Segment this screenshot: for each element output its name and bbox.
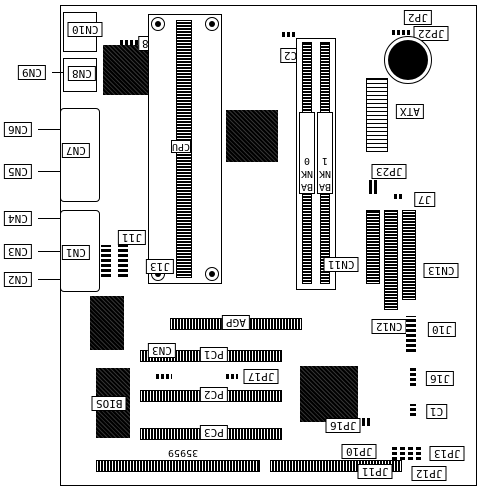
jp13-pins (416, 446, 421, 460)
jp2-label: JP2 (404, 10, 432, 25)
south-bridge-chip (300, 366, 358, 422)
atx-power-connector (366, 78, 388, 152)
j16-label: J16 (426, 371, 454, 386)
north-bridge-chip (226, 110, 278, 162)
cn2-label: CN2 (4, 272, 32, 287)
jp16-pins (362, 418, 372, 426)
cpu-mount-hole-tr (205, 17, 219, 31)
battery (384, 36, 432, 84)
io-chip (90, 296, 124, 350)
c8-pins (120, 40, 138, 45)
pc2-label: PC2 (200, 387, 228, 402)
cpu-mount-hole-br (205, 267, 219, 281)
atx-label: ATX (396, 104, 424, 119)
j13-pins (118, 245, 128, 277)
jp17-pins (226, 374, 238, 379)
cn1-label: CN1 (62, 245, 90, 260)
j7-pins (394, 194, 404, 199)
cn7-label: CN7 (62, 143, 90, 158)
jp13-label: JP13 (430, 446, 465, 461)
j10-pins (406, 316, 416, 352)
cn6-label: CN6 (4, 122, 32, 137)
cn12-label: CN12 (372, 319, 407, 334)
jp23-pins (369, 180, 379, 194)
bank1-label: BANK1 (317, 112, 333, 194)
j10-label: J10 (428, 322, 456, 337)
j13-label: J13 (146, 259, 174, 274)
cn9-label: CN9 (18, 65, 46, 80)
cn12-header (384, 210, 398, 310)
cn5-label: CN5 (4, 164, 32, 179)
agp-label: AGP (222, 315, 250, 330)
cn4-label: CN4 (4, 211, 32, 226)
cn2-leader (38, 279, 60, 280)
cn13-label: CN13 (424, 263, 459, 278)
j11-label: J11 (118, 230, 146, 245)
c1-label: C1 (426, 404, 448, 419)
cn3-secondary-pins (156, 374, 172, 379)
j16-pins (410, 368, 416, 386)
jp17-label: JP17 (244, 369, 279, 384)
j11-pins (101, 245, 111, 277)
jp12-pins (408, 446, 413, 460)
jp16-label: JP16 (326, 418, 361, 433)
c2-pins (282, 32, 296, 37)
pc3-label: PC3 (200, 425, 228, 440)
cn6-leader (38, 129, 60, 130)
cn4-leader (38, 218, 60, 219)
bios-label: BIOS (92, 396, 127, 411)
cpu-mount-hole-tl (151, 17, 165, 31)
jp10-pins (392, 446, 397, 460)
isa-slot-1 (96, 460, 260, 472)
jp10-label: JP10 (342, 444, 377, 459)
cn10-label: CN10 (68, 22, 103, 37)
jp12-label: JP12 (412, 466, 447, 481)
cn3-secondary-label: CN3 (148, 343, 176, 358)
c1-pins (410, 404, 416, 416)
cn11-label: CN11 (324, 257, 359, 272)
cn3-label: CN3 (4, 244, 32, 259)
cn13-header (402, 210, 416, 300)
chipset-chip (103, 45, 155, 95)
j7-label: J7 (414, 192, 436, 207)
jp11-label: JP11 (358, 464, 393, 479)
pc1-label: PC1 (200, 347, 228, 362)
board-number: 35959 (168, 447, 199, 458)
cn3-leader (38, 251, 60, 252)
cn5-leader (38, 171, 60, 172)
cn8-label: CN8 (68, 66, 96, 81)
jp22-pins (392, 30, 412, 35)
cpu-label: CPU (171, 140, 191, 153)
cn11-header (366, 210, 380, 284)
cn9-leader (52, 72, 64, 73)
jp23-label: JP23 (372, 164, 407, 179)
jp11-pins (400, 446, 405, 460)
bank0-label: BANK0 (299, 112, 315, 194)
